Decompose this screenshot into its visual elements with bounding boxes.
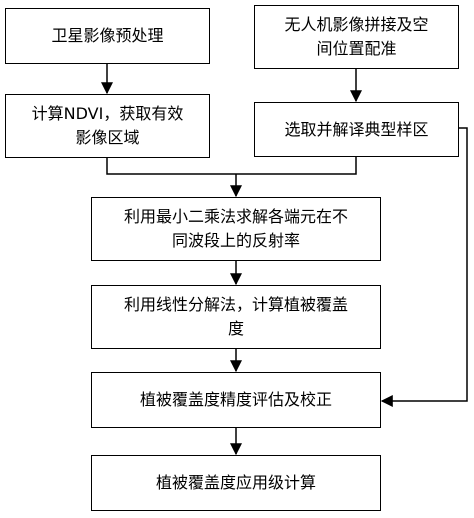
node-label: 无人机影像拼接及空 xyxy=(284,15,429,34)
node-label: 计算NDVI，获取有效 xyxy=(31,104,184,123)
node-label: 植被覆盖度应用级计算 xyxy=(155,473,316,492)
node-select-sample-areas: 选取并解译典型样区 xyxy=(254,102,459,157)
node-label: 选取并解译典型样区 xyxy=(284,119,429,139)
node-uav-mosaic-registration: 无人机影像拼接及空 间位置配准 xyxy=(254,5,459,69)
node-least-squares-endmember: 利用最小二乘法求解各端元在不 同波段上的反射率 xyxy=(91,197,381,261)
node-ndvi-valid-area: 计算NDVI，获取有效 影像区域 xyxy=(5,94,210,158)
node-label: 卫星影像预处理 xyxy=(51,26,164,45)
node-label: 度 xyxy=(227,319,244,338)
node-satellite-preprocess: 卫星影像预处理 xyxy=(5,8,210,64)
node-accuracy-assessment: 植被覆盖度精度评估及校正 xyxy=(91,372,381,428)
node-linear-unmixing: 利用线性分解法，计算植被覆盖 度 xyxy=(91,285,381,349)
node-label: 同波段上的反射率 xyxy=(171,231,300,250)
edge-b4-merge xyxy=(236,157,357,175)
node-application-calculation: 植被覆盖度应用级计算 xyxy=(91,455,381,511)
node-label: 影像区域 xyxy=(75,128,140,147)
node-label: 利用最小二乘法求解各端元在不 xyxy=(123,207,348,226)
node-label: 利用线性分解法，计算植被覆盖 xyxy=(123,295,348,314)
node-label: 植被覆盖度精度评估及校正 xyxy=(139,390,332,409)
edge-b4-b7 xyxy=(380,127,468,407)
edge-b3-merge xyxy=(106,158,236,175)
node-label: 间位置配准 xyxy=(316,39,397,58)
